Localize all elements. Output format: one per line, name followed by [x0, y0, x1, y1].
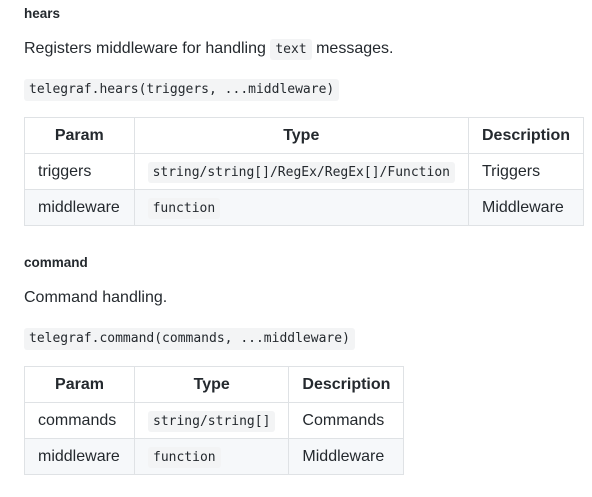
param-type-code: string/string[]	[148, 410, 276, 432]
table-row: middleware function Middleware	[24, 189, 585, 226]
param-description-cell: Middleware	[288, 438, 405, 475]
inline-code-text: text	[270, 39, 312, 60]
table-row: triggers string/string[]/RegEx/RegEx[]/F…	[24, 153, 585, 190]
table-header-row: Param Type Description	[24, 117, 585, 154]
param-type-cell: string/string[]	[133, 402, 290, 439]
section-description-command: Command handling.	[24, 289, 168, 306]
param-description-cell: Triggers	[467, 153, 585, 190]
param-type-cell: function	[133, 438, 290, 475]
param-type-code: function	[147, 197, 221, 219]
column-header-param: Param	[24, 366, 135, 403]
param-type-code: function	[148, 446, 221, 468]
column-header-type: Type	[133, 366, 290, 403]
column-header-param: Param	[24, 117, 135, 154]
description-text: Registers middleware for handling	[24, 40, 271, 57]
param-name-cell: commands	[24, 402, 135, 439]
param-name-cell: triggers	[24, 153, 135, 190]
table-row: commands string/string[] Commands	[24, 402, 405, 439]
param-name-cell: middleware	[24, 438, 135, 475]
param-type-code: string/string[]/RegEx/RegEx[]/Function	[147, 161, 455, 183]
section-description-hears: Registers middleware for handling text m…	[24, 37, 393, 62]
column-header-description: Description	[288, 366, 405, 403]
param-type-cell: string/string[]/RegEx/RegEx[]/Function	[133, 153, 469, 190]
param-name-cell: middleware	[24, 189, 135, 226]
param-type-cell: function	[133, 189, 469, 226]
param-description-cell: Commands	[288, 402, 405, 439]
section-title-hears: hears	[24, 6, 61, 21]
description-text: messages.	[311, 40, 394, 57]
table-header-row: Param Type Description	[24, 366, 405, 403]
column-header-type: Type	[133, 117, 469, 154]
method-signature-command: telegraf.command(commands, ...middleware…	[24, 328, 355, 350]
params-table-hears: Param Type Description triggers string/s…	[24, 117, 585, 226]
method-signature-hears: telegraf.hears(triggers, ...middleware)	[24, 79, 340, 101]
params-table-command: Param Type Description commands string/s…	[24, 366, 405, 475]
table-row: middleware function Middleware	[24, 438, 405, 475]
param-description-cell: Middleware	[467, 189, 585, 226]
column-header-description: Description	[467, 117, 585, 154]
section-title-command: command	[24, 255, 88, 270]
